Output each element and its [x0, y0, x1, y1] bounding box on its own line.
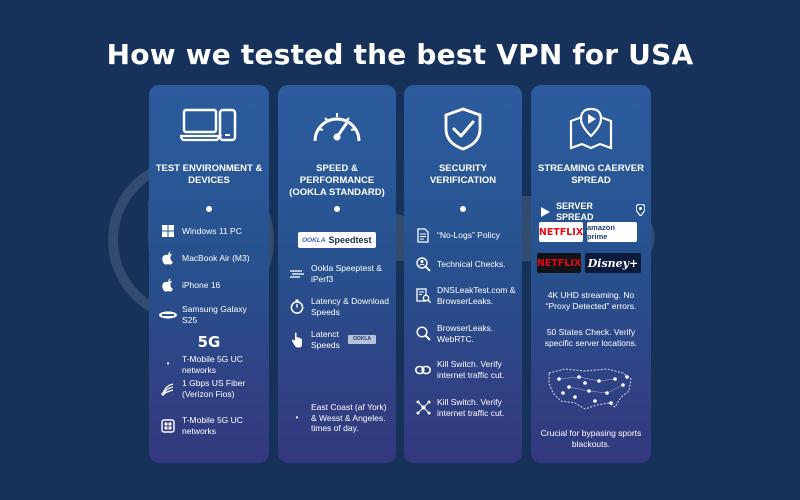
page-title: How we tested the best VPN for USA	[106, 38, 694, 71]
list-item-text: BrowserLeaks. WebRTC.	[437, 323, 494, 344]
netflix-logo-dark: NETFLIX	[537, 253, 581, 273]
list-item: DNSLeakTest.com & BrowserLeaks.	[414, 285, 516, 306]
list-item: Latency & Download Speeds	[288, 296, 390, 317]
bullet-icon: •	[295, 412, 299, 422]
card-security-verification: SECURITY VERIFICATION “No-Logs” Policy T…	[404, 85, 522, 463]
list-item: Kill Switch. Verify internet traffic cut…	[414, 397, 516, 418]
samsung-icon	[159, 310, 177, 319]
speed-lines-icon	[288, 269, 306, 279]
list-item-text: T-Mobile 5G UC networks	[182, 354, 243, 375]
list-item-text: East Coast (af York) & Wesst & Angeles. …	[311, 402, 387, 433]
windows-icon	[159, 225, 177, 237]
shield-check-icon	[404, 107, 522, 151]
fiber-icon	[159, 382, 177, 396]
apple-icon	[159, 278, 177, 292]
list-item-text: Kill Switch. Verify internet traffic cut…	[437, 397, 505, 418]
list-item: MacBook Air (M3)	[159, 251, 263, 265]
card-heading: TEST ENVIRONMENT & DEVICES	[155, 163, 263, 186]
list-item: Technical Checks.	[414, 257, 516, 272]
states-note: 50 States Check. Verify specific server …	[544, 327, 638, 348]
netflix-logo: NETFLIX	[539, 222, 583, 242]
ookla-mini-logo: OOKLA	[348, 335, 376, 344]
divider-dot	[206, 206, 212, 212]
server-spread-label: SERVER SPREAD	[556, 201, 594, 222]
server-spread-row: SERVER SPREAD	[539, 201, 646, 222]
list-item: • East Coast (af York) & Wesst & Angeles…	[288, 402, 390, 434]
list-item-text: Samsung Galaxy S25	[182, 304, 247, 325]
list-item: Windows 11 PC	[159, 225, 263, 237]
list-item-text: Technical Checks.	[437, 259, 506, 270]
usa-map-icon	[548, 368, 632, 410]
list-item: • T-Mobile 5G UC networks	[159, 354, 263, 375]
speedtest-logo: OOKLA Speedtest	[298, 232, 376, 248]
pin-icon	[635, 203, 646, 219]
list-item-text: Ookla Speeptest & iPerf3	[311, 263, 382, 284]
5g-icon: 5G	[197, 333, 221, 351]
list-item: “No-Logs” Policy	[414, 228, 516, 243]
card-speed-performance: SPEED & PERFORMANCE (OOKLA STANDARD) OOK…	[278, 85, 396, 463]
list-item: Samsung Galaxy S25	[159, 304, 263, 325]
list-item-text: MacBook Air (M3)	[182, 252, 250, 263]
map-play-icon	[531, 107, 651, 151]
play-icon	[539, 206, 551, 217]
divider-dot	[334, 206, 340, 212]
laptop-phone-icon	[149, 107, 269, 143]
nodes-icon	[414, 400, 432, 415]
list-item: iPhone 16	[159, 278, 263, 292]
card-test-environment: TEST ENVIRONMENT & DEVICES Windows 11 PC…	[149, 85, 269, 463]
card-streaming: STREAMING CAERVER SPREAD SERVER SPREAD N…	[531, 85, 651, 463]
card-heading: SECURITY VERIFICATION	[429, 163, 497, 186]
blackout-note: Crucial for bypasing sports blackouts.	[540, 428, 642, 449]
list-item-text: 1 Gbps US Fiber (Verizon Fios)	[182, 378, 246, 399]
list-item-text: iPhone 16	[182, 279, 221, 290]
apple-icon	[159, 251, 177, 265]
network-icon	[159, 418, 177, 433]
card-heading: SPEED & PERFORMANCE (OOKLA STANDARD)	[289, 163, 385, 198]
magnifier-person-icon	[414, 257, 432, 272]
document-icon	[414, 228, 432, 243]
ookla-mini-text: OOKLA	[352, 336, 372, 342]
hand-icon	[288, 332, 306, 348]
list-item-text: Latency & Download Speeds	[311, 296, 389, 317]
list-item-text: T-Mobile 5G UC networks	[182, 415, 243, 436]
list-item: 1 Gbps US Fiber (Verizon Fios)	[159, 378, 263, 399]
ookla-mark: OOKLA	[302, 236, 326, 244]
list-item: T-Mobile 5G UC networks	[159, 415, 263, 436]
list-item-text: Windows 11 PC	[182, 225, 242, 236]
list-item: Ookla Speeptest & iPerf3	[288, 263, 390, 284]
speedometer-icon	[278, 107, 396, 147]
list-item-text: Kill Switch. Verify internet traffic cut…	[437, 359, 505, 380]
card-heading: STREAMING CAERVER SPREAD	[538, 163, 644, 186]
stopwatch-icon	[288, 299, 306, 314]
list-item-text: DNSLeakTest.com & BrowserLeaks.	[437, 285, 516, 306]
report-search-icon	[414, 288, 432, 303]
disney-plus-logo: Disney+	[585, 253, 641, 273]
list-item: Kill Switch. Verify internet traffic cut…	[414, 359, 516, 380]
bullet-icon: •	[166, 359, 170, 369]
divider-dot	[460, 206, 466, 212]
list-item-text: “No-Logs” Policy	[437, 230, 500, 241]
streaming-note: 4K UHD streaming. No “Proxy Detected” er…	[545, 290, 637, 311]
search-icon	[414, 326, 432, 341]
list-item: BrowserLeaks. WebRTC.	[414, 323, 516, 344]
list-item-text: Latenct Speeds	[311, 329, 340, 350]
link-icon	[414, 365, 432, 375]
list-item: Latenct Speeds	[288, 329, 390, 350]
speedtest-label: Speedtest	[328, 235, 372, 245]
amazon-prime-logo: amazon prime	[587, 222, 637, 242]
